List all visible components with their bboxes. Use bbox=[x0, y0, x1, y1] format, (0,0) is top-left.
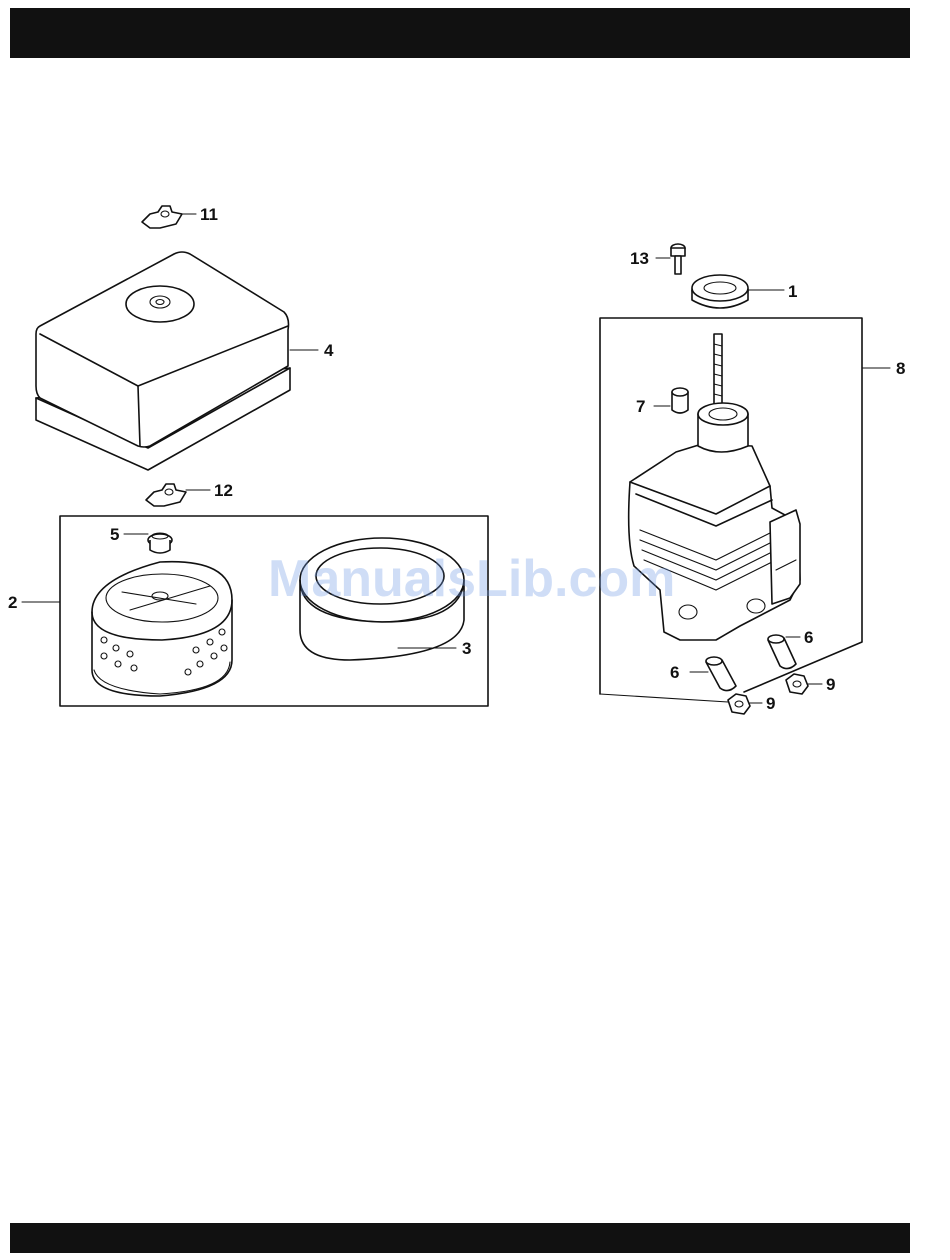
callout-3: 3 bbox=[462, 639, 471, 658]
gasket-ring-icon bbox=[692, 275, 748, 308]
bolt-icon bbox=[671, 244, 685, 274]
collar-icon bbox=[706, 657, 736, 691]
wing-nut-icon bbox=[146, 484, 186, 506]
callout-8: 8 bbox=[896, 359, 905, 378]
callout-11: 11 bbox=[200, 205, 218, 224]
wing-nut-icon bbox=[142, 206, 182, 228]
nut-icon bbox=[786, 674, 808, 694]
collar-icon bbox=[768, 635, 796, 669]
callout-4: 4 bbox=[324, 341, 334, 360]
callout-12: 12 bbox=[214, 481, 233, 500]
grommet-icon bbox=[148, 533, 172, 553]
callout-9b: 9 bbox=[766, 694, 775, 713]
watermark-text: ManualsLib.com bbox=[268, 550, 675, 608]
callout-9a: 9 bbox=[826, 675, 835, 694]
cover-icon bbox=[36, 252, 290, 470]
callout-13: 13 bbox=[630, 249, 649, 268]
frame-edge bbox=[600, 694, 728, 702]
callout-1: 1 bbox=[788, 282, 797, 301]
element-assembly-icon bbox=[92, 562, 232, 696]
collar-small-icon bbox=[672, 388, 688, 413]
callout-5: 5 bbox=[110, 525, 119, 544]
callout-7: 7 bbox=[636, 397, 645, 416]
callout-2: 2 bbox=[8, 593, 17, 612]
nut-icon bbox=[728, 694, 750, 714]
callout-6b: 6 bbox=[670, 663, 679, 682]
callout-6a: 6 bbox=[804, 628, 813, 647]
